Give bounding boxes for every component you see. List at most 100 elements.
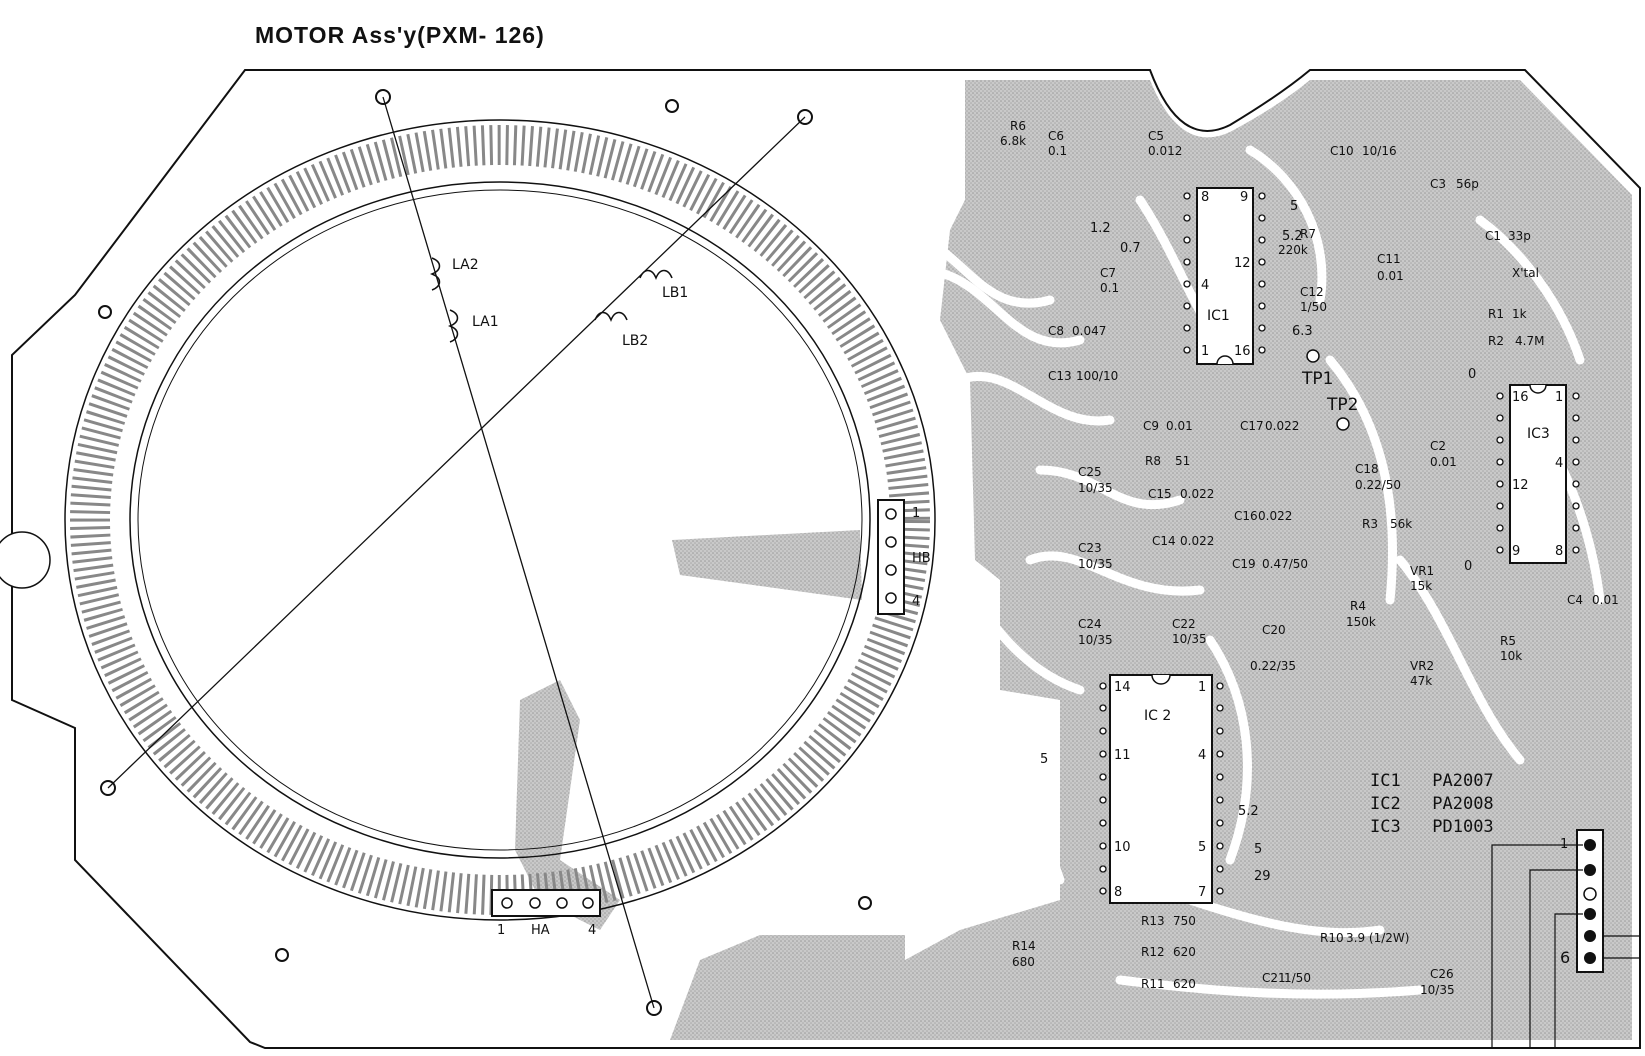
ic-part: PA2007: [1432, 771, 1494, 791]
ic1-pin-1: 1: [1201, 344, 1209, 359]
label-r11: R11: [1141, 977, 1165, 991]
value-r10: 3.9 (1/2W): [1346, 931, 1409, 945]
voltage-1-2: 1.2: [1090, 221, 1111, 236]
value-r3: 56k: [1390, 517, 1412, 531]
ic1-pin-8: 8: [1201, 190, 1209, 205]
label-c2: C2: [1430, 439, 1446, 453]
voltage-0-a: 0: [1468, 367, 1476, 382]
ic3-pin-4: 4: [1555, 456, 1563, 471]
board-outline: [11, 69, 1641, 1049]
ic3-pin-8: 8: [1555, 544, 1563, 559]
connector-pin-6: 6: [1560, 948, 1570, 967]
copper-hook: [515, 680, 620, 930]
coil-wires: [107, 96, 806, 1009]
label-r3: R3: [1362, 517, 1378, 531]
ic2-pin-4: 4: [1198, 748, 1206, 763]
ic1-pin-9: 9: [1240, 190, 1248, 205]
voltage-29: 29: [1254, 869, 1271, 884]
value-vr1: 15k: [1410, 579, 1432, 593]
label-c17: C17: [1240, 419, 1264, 433]
mount-hole: [98, 305, 112, 319]
ic-list-item: IC3 PD1003: [1370, 816, 1494, 839]
value-c25: 10/35: [1078, 481, 1113, 495]
label-c19: C19: [1232, 557, 1256, 571]
stator-ring-inner-2: [137, 189, 863, 851]
label-c12: C12: [1300, 285, 1324, 299]
label-c8: C8: [1048, 324, 1064, 338]
ic2-pin-8: 8: [1114, 885, 1122, 900]
value-c19: 0.47/50: [1262, 557, 1308, 571]
value-c16: 0.022: [1258, 509, 1292, 523]
ha-label: HA: [531, 923, 550, 938]
value-r11: 620: [1173, 977, 1196, 991]
ic3-pin-16: 16: [1512, 390, 1529, 405]
label-c7: C7: [1100, 266, 1116, 280]
value-c12: 1/50: [1300, 300, 1327, 314]
label-c18: C18: [1355, 462, 1379, 476]
voltage-5-b: 5: [1040, 752, 1048, 767]
value-c6: 0.1: [1048, 144, 1067, 158]
ic2-pin-14: 14: [1114, 680, 1131, 695]
ic3-pin-9: 9: [1512, 544, 1520, 559]
value-c26: 10/35: [1420, 983, 1455, 997]
label-c1: C1: [1485, 229, 1501, 243]
voltage-0-7: 0.7: [1120, 241, 1141, 256]
coil-label-la1: LA1: [472, 314, 499, 330]
voltage-5-c: 5: [1254, 842, 1262, 857]
value-r12: 620: [1173, 945, 1196, 959]
mount-hole: [858, 896, 872, 910]
label-c11: C11: [1377, 252, 1401, 266]
label-vr1: VR1: [1410, 564, 1434, 578]
label-r4: R4: [1350, 599, 1366, 613]
ic2-pin-11: 11: [1114, 748, 1131, 763]
label-xtal: X'tal: [1512, 266, 1539, 280]
value-c5: 0.012: [1148, 144, 1182, 158]
value-r8: 51: [1175, 454, 1190, 468]
ic1-body: [1196, 187, 1254, 365]
hb-pin-1: 1: [912, 506, 920, 521]
value-c11: 0.01: [1377, 269, 1404, 283]
ic3-pin-1: 1: [1555, 390, 1563, 405]
hb-label: HB: [912, 551, 931, 566]
ic2-label: IC 2: [1144, 708, 1171, 724]
label-r6: R6: [1010, 119, 1026, 133]
voltage-5-2-a: 5.2: [1282, 229, 1303, 244]
label-c15: C15: [1148, 487, 1172, 501]
label-c25: C25: [1078, 465, 1102, 479]
label-r13: R13: [1141, 914, 1165, 928]
board-notch-left: [0, 531, 51, 589]
stator-ring-outer: [64, 119, 936, 921]
value-vr2: 47k: [1410, 674, 1432, 688]
copper-finger: [672, 530, 862, 600]
label-c10: C10: [1330, 144, 1354, 158]
voltage-6-3: 6.3: [1292, 324, 1313, 339]
ic2-pin-1: 1: [1198, 680, 1206, 695]
ic1-label: IC1: [1207, 308, 1230, 324]
value-r2: 4.7M: [1515, 334, 1544, 348]
value-c22: 10/35: [1172, 632, 1207, 646]
label-r12: R12: [1141, 945, 1165, 959]
label-c24: C24: [1078, 617, 1102, 631]
mount-hole: [665, 99, 679, 113]
label-r1: R1: [1488, 307, 1504, 321]
ic1-pin-12: 12: [1234, 256, 1251, 271]
value-r4: 150k: [1346, 615, 1376, 629]
label-c21: C21: [1262, 971, 1286, 985]
label-c16: C16: [1234, 509, 1258, 523]
mount-hole: [275, 948, 289, 962]
label-c4: C4: [1567, 593, 1583, 607]
label-c23: C23: [1078, 541, 1102, 555]
value-r5: 10k: [1500, 649, 1522, 663]
ha-pin-4: 1: [497, 923, 505, 938]
tp1-label: TP1: [1301, 369, 1333, 389]
coil-label-la2: LA2: [452, 257, 479, 273]
label-vr2: VR2: [1410, 659, 1434, 673]
ic2-pin-10: 10: [1114, 840, 1131, 855]
value-r7: 220k: [1278, 243, 1308, 257]
ic-list-item: IC2 PA2008: [1370, 793, 1494, 816]
value-c14: 0.022: [1180, 534, 1214, 548]
value-c15: 0.022: [1180, 487, 1214, 501]
label-c26: C26: [1430, 967, 1454, 981]
label-c9: C9: [1143, 419, 1159, 433]
